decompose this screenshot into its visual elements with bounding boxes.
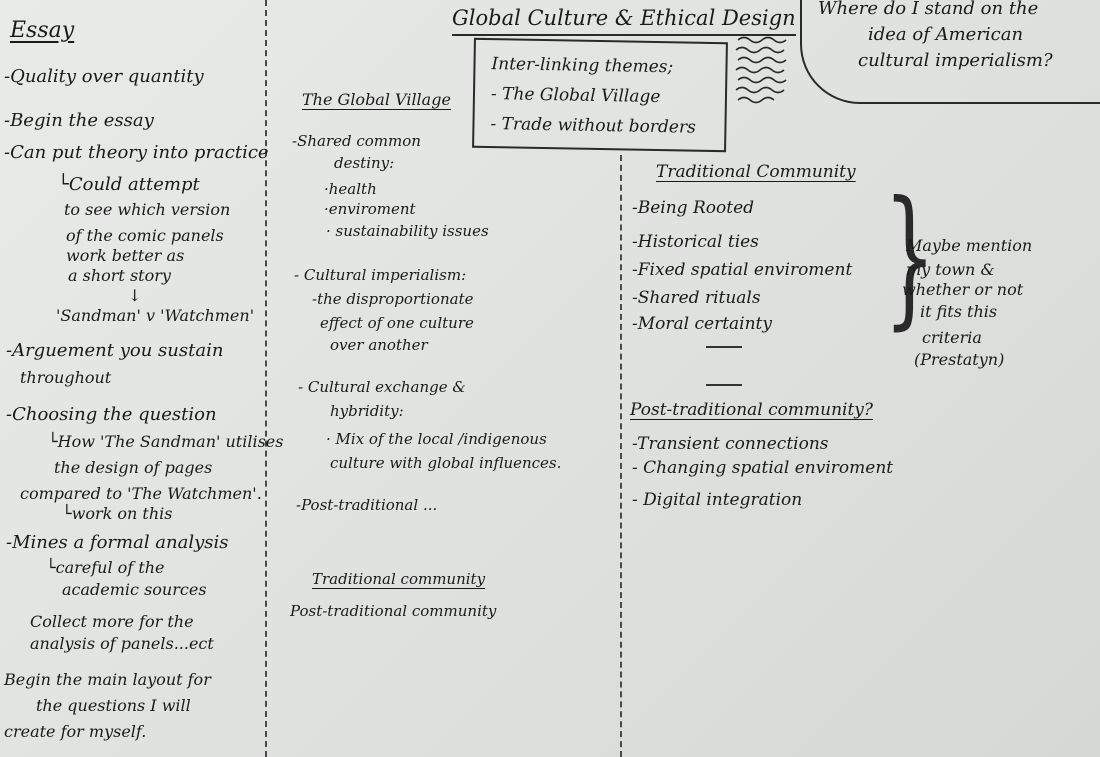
themes-box: Inter-linking themes; - The Global Villa…: [472, 37, 728, 153]
question-text: Where do I stand on the: [818, 0, 1039, 19]
side-note: it fits this: [920, 302, 998, 321]
global-village-note: ·health: [324, 180, 377, 198]
post-traditional-note: - Digital integration: [632, 490, 803, 510]
post-traditional-note: -Transient connections: [632, 434, 829, 454]
traditional-community-note: -Being Rooted: [632, 198, 755, 218]
essay-note: 'Sandman' v 'Watchmen': [56, 306, 255, 325]
global-village-note: · Mix of the local /indigenous: [326, 430, 547, 448]
essay-note: └careful of the: [46, 558, 165, 577]
traditional-community-note: -Fixed spatial enviroment: [632, 260, 853, 280]
essay-heading: Essay: [10, 18, 75, 43]
question-bubble: Where do I stand on the idea of American…: [800, 0, 1100, 104]
global-village-note: destiny:: [334, 154, 395, 172]
left-column-divider: [265, 0, 267, 757]
themes-heading: Inter-linking themes;: [491, 54, 674, 78]
global-village-note: -Shared common: [292, 132, 421, 150]
global-village-note: -the disproportionate: [312, 290, 474, 308]
traditional-community-note: -Historical ties: [632, 232, 759, 252]
essay-note: academic sources: [62, 580, 207, 599]
global-village-note: - Cultural imperialism:: [294, 266, 467, 284]
arrow-down-icon: ↓: [128, 286, 142, 305]
essay-note: Collect more for the: [30, 612, 194, 631]
side-note: whether or not: [902, 280, 1024, 299]
global-village-note: effect of one culture: [320, 314, 474, 332]
traditional-community-note: -Moral certainty: [632, 314, 772, 334]
page-title: Global Culture & Ethical Design: [452, 6, 796, 36]
community-label: Traditional community: [312, 570, 486, 588]
global-village-note: -Post-traditional ...: [296, 496, 438, 514]
global-village-note: · sustainability issues: [326, 222, 489, 240]
question-text: cultural imperialism?: [858, 50, 1053, 71]
traditional-community-heading: Traditional Community: [656, 162, 856, 182]
right-column-divider: [620, 155, 622, 757]
essay-note: create for myself.: [4, 722, 147, 741]
essay-note: the design of pages: [54, 458, 213, 477]
theme-item: - Trade without borders: [490, 114, 696, 138]
essay-note: analysis of panels...ect: [30, 634, 214, 653]
essay-note: the questions I will: [36, 696, 191, 715]
global-village-heading: The Global Village: [302, 90, 451, 109]
essay-note: └Could attempt: [58, 174, 200, 195]
essay-note: └How 'The Sandman' utilises: [48, 432, 284, 451]
global-village-note: over another: [330, 336, 428, 354]
essay-note: -Arguement you sustain: [6, 340, 224, 361]
global-village-note: - Cultural exchange &: [298, 378, 466, 396]
essay-note: └work on this: [62, 504, 173, 523]
global-village-note: hybridity:: [330, 402, 404, 420]
essay-note: -Mines a formal analysis: [6, 532, 229, 553]
essay-note: -Begin the essay: [4, 110, 154, 131]
essay-note: -Choosing the question: [6, 404, 217, 425]
side-note: criteria: [922, 328, 982, 347]
question-text: idea of American: [868, 24, 1024, 45]
essay-note: work better as: [66, 246, 185, 265]
traditional-community-note: -Shared rituals: [632, 288, 761, 308]
essay-note: of the comic panels: [66, 226, 224, 245]
side-note: (Prestatyn): [914, 350, 1005, 369]
side-note: my town &: [906, 260, 995, 279]
separator-dash: [706, 346, 742, 348]
scribble-doodle: [735, 36, 787, 104]
essay-note: Begin the main layout for: [4, 670, 211, 689]
global-village-note: ·enviroment: [324, 200, 416, 218]
separator-dash: [706, 384, 742, 386]
essay-note: -Quality over quantity: [4, 66, 204, 87]
theme-item: - The Global Village: [490, 84, 661, 108]
global-village-note: culture with global influences.: [330, 454, 562, 472]
curly-brace: }: [883, 170, 936, 344]
essay-note: compared to 'The Watchmen'.: [20, 484, 262, 503]
essay-note: throughout: [20, 368, 112, 387]
essay-note: a short story: [68, 266, 171, 285]
essay-note: to see which version: [64, 200, 231, 219]
side-note: Maybe mention: [906, 236, 1033, 255]
post-traditional-note: - Changing spatial enviroment: [632, 458, 894, 478]
community-label: Post-traditional community: [290, 602, 497, 620]
post-traditional-heading: Post-traditional community?: [630, 400, 874, 420]
essay-note: -Can put theory into practice: [4, 142, 269, 163]
